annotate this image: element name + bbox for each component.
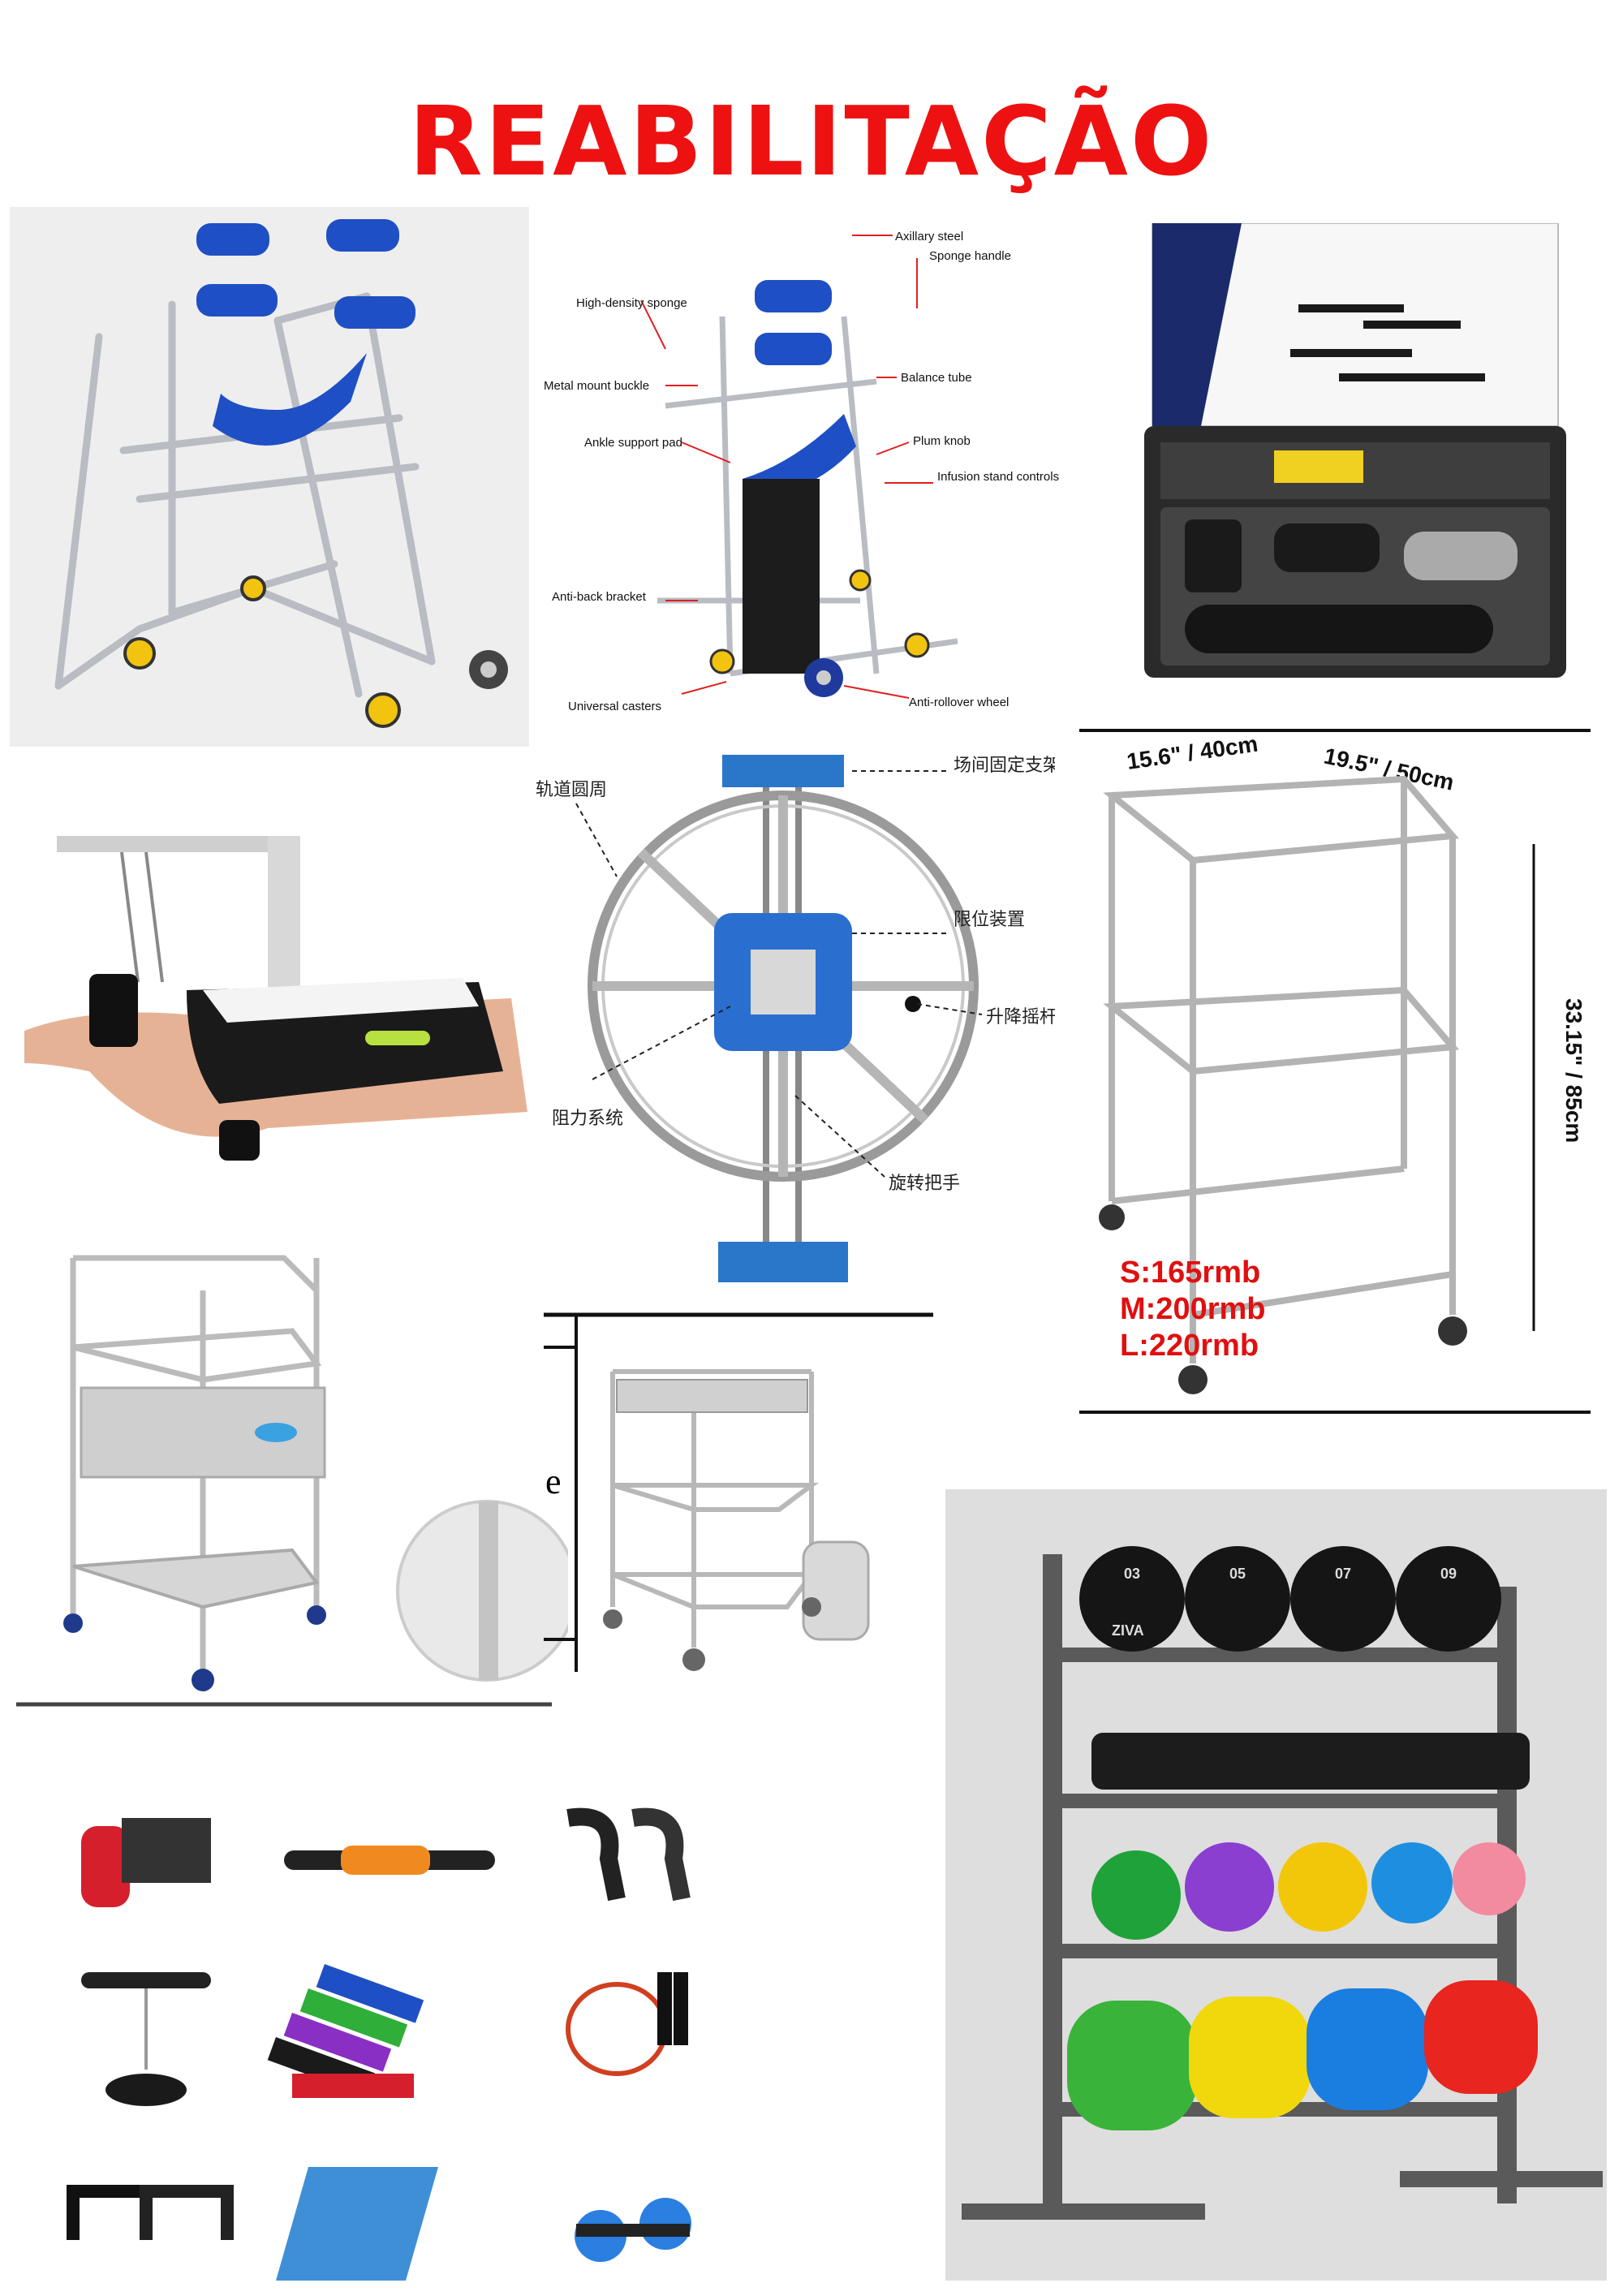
kettlebells <box>1091 1842 1526 1940</box>
hand-grippers <box>566 1807 691 1902</box>
walker-photo <box>10 207 529 747</box>
ball-number-03: 03 <box>1124 1566 1140 1582</box>
label-high-density-sponge: High-density sponge <box>576 296 687 310</box>
foam-grips <box>81 1818 211 1907</box>
pushup-bars <box>67 2185 234 2240</box>
label-anti-rollover-wheel: Anti-rollover wheel <box>909 696 1009 709</box>
weight-plates <box>1067 1980 1538 2130</box>
cart-with-drawer-photo <box>16 1242 568 1712</box>
shoulder-wheel-diagram: 轨道圆周 场间固定支架 限位装置 升降摇杆 阻力系统 旋转把手 <box>527 755 1055 1299</box>
label-fixed-bracket: 场间固定支架 <box>954 756 1055 776</box>
ball-number-07: 07 <box>1335 1566 1351 1582</box>
ab-roller-wheel <box>575 2198 691 2262</box>
yoga-mat <box>276 2167 438 2281</box>
label-infusion-stand: Infusion stand controls <box>937 470 1059 484</box>
ball-brand: ZIVA <box>1112 1622 1144 1639</box>
ent-brand-text: ENT Diagnostic Products <box>1160 223 1181 402</box>
hand-splint-photo <box>24 803 527 1234</box>
label-ankle-support-pad: Ankle support pad <box>584 436 682 450</box>
page-title: REABILITAÇÃO <box>408 85 1215 197</box>
small-trolley-dim-letter: e <box>545 1462 562 1501</box>
resistance-bands <box>267 1964 424 2098</box>
dumbbells <box>1091 1733 1530 1790</box>
label-resistance-system: 阻力系统 <box>552 1109 623 1129</box>
ent-kit-photo: ENT Diagnostic Products <box>1136 223 1574 682</box>
walker-diagram: Axillary steel Sponge handle High-densit… <box>536 219 1071 722</box>
price-small: S:165rmb <box>1120 1256 1260 1290</box>
label-balance-tube: Balance tube <box>901 371 972 385</box>
massage-roller-stick <box>284 1846 495 1875</box>
label-lift-lever: 升降摇杆 <box>986 1007 1055 1027</box>
trolley-depth-label: 19.5" / 50cm <box>1322 743 1457 795</box>
trolley-width-label: 15.6" / 40cm <box>1126 731 1259 774</box>
ball-number-09: 09 <box>1440 1566 1457 1582</box>
wrist-roller <box>81 1972 211 2106</box>
price-large: L:220rmb <box>1120 1329 1259 1363</box>
medicine-balls: 03 05 07 09 ZIVA <box>1079 1546 1501 1652</box>
ball-number-05: 05 <box>1229 1566 1246 1582</box>
label-anti-back-bracket: Anti-back bracket <box>552 590 647 604</box>
label-sponge-handle: Sponge handle <box>929 249 1011 263</box>
label-universal-casters: Universal casters <box>568 700 661 713</box>
trolley-height-label: 33.15" / 85cm <box>1561 998 1586 1143</box>
jump-rope <box>566 1972 688 2076</box>
fitness-accessories <box>49 1786 909 2289</box>
label-plum-knob: Plum knob <box>913 434 971 448</box>
gym-rack-photo: 03 05 07 09 ZIVA <box>945 1489 1607 2281</box>
label-limit-device: 限位装置 <box>954 910 1025 930</box>
label-metal-mount-buckle: Metal mount buckle <box>544 379 649 393</box>
trolley-dimensions: 15.6" / 40cm 19.5" / 50cm 33.15" / 85cm … <box>1079 714 1599 1428</box>
price-medium: M:200rmb <box>1120 1292 1266 1326</box>
label-rotating-handle: 旋转把手 <box>889 1174 960 1194</box>
small-trolley-photo: e <box>536 1299 941 1688</box>
label-track-circle: 轨道圆周 <box>536 780 607 800</box>
label-axillary-steel: Axillary steel <box>895 230 963 243</box>
